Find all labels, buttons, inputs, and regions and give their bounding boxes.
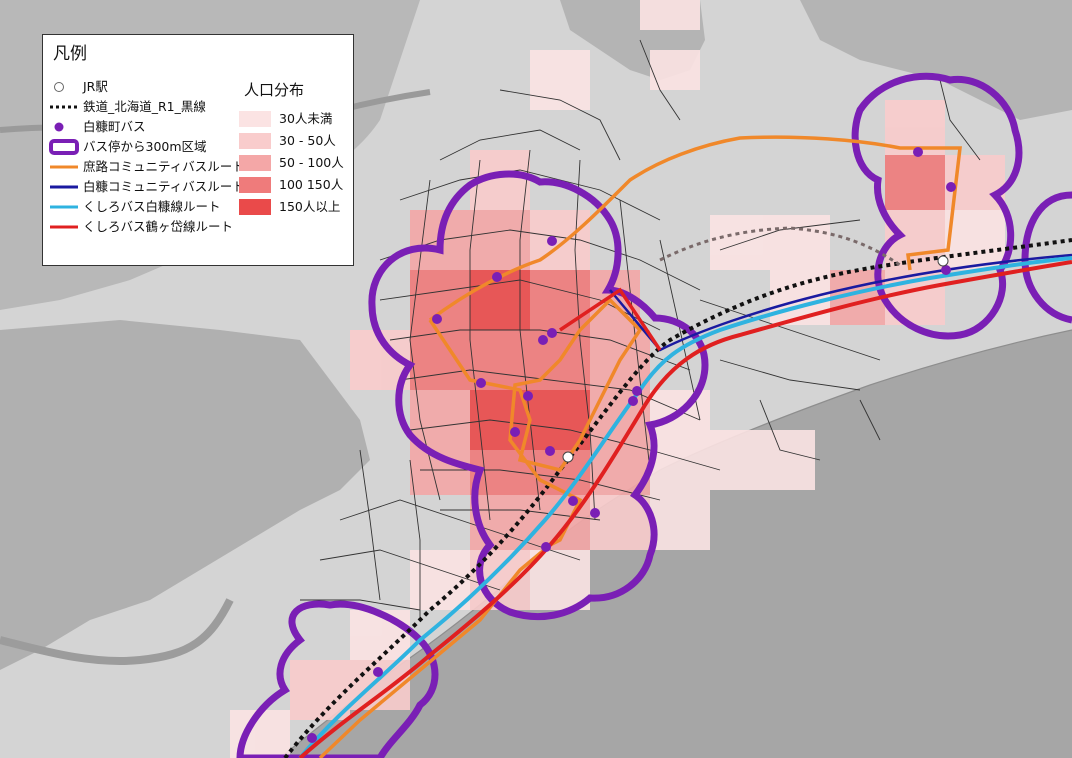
bus-stop xyxy=(568,496,578,506)
buffer-zone-icon xyxy=(49,137,79,157)
legend-label: 鉄道_北海道_R1_黒線 xyxy=(83,99,206,114)
bus-stop xyxy=(628,396,638,406)
population-swatch xyxy=(239,177,271,193)
legend-label: バス停から300m区域 xyxy=(83,139,207,154)
bus-stop xyxy=(307,733,317,743)
population-class: 30 - 50人 xyxy=(239,132,336,150)
legend-label: 庶路コミュニティバスルート xyxy=(83,159,245,174)
railway-spur xyxy=(659,226,901,267)
legend-item-shiranuka-route: 白糠コミュニティバスルート xyxy=(49,177,245,197)
bus-stop xyxy=(941,265,951,275)
bus-stops xyxy=(307,147,956,743)
legend-label: 白糠町バス xyxy=(83,119,146,134)
bus-stop xyxy=(476,378,486,388)
hill-area-northeast xyxy=(800,0,1072,120)
population-swatch xyxy=(239,133,271,149)
legend-item-kushiro-tsurugadai-route: くしろバス鶴ヶ岱線ルート xyxy=(49,217,233,237)
legend-item-jr-station: JR駅 xyxy=(49,77,108,97)
bus-stop xyxy=(541,542,551,552)
population-swatch xyxy=(239,111,271,127)
station-circle-icon xyxy=(49,77,79,97)
population-swatch xyxy=(239,155,271,171)
population-class: 100 150人 xyxy=(239,176,343,194)
shiranuka-community-bus-route xyxy=(609,253,1072,352)
river-west xyxy=(0,598,234,665)
bus-stop xyxy=(432,314,442,324)
railway-dotted-line-icon xyxy=(49,97,79,117)
population-class-label: 100 150人 xyxy=(279,177,344,192)
bus-stop xyxy=(547,328,557,338)
legend-item-bus-stop: 白糠町バス xyxy=(49,117,146,137)
bus-stop xyxy=(946,182,956,192)
legend-label: くしろバス白糠線ルート xyxy=(83,199,221,214)
route-line-icon xyxy=(49,217,79,237)
bus-stop xyxy=(523,391,533,401)
bus-stop xyxy=(373,667,383,677)
bus-stop-buffer-zones xyxy=(236,72,1072,758)
population-legend-title: 人口分布 xyxy=(244,81,305,99)
bus-stop xyxy=(547,236,557,246)
legend-label: 白糠コミュニティバスルート xyxy=(83,179,245,194)
bus-stop-dot-icon xyxy=(49,117,79,137)
bus-stop xyxy=(913,147,923,157)
tsurugadai-route-branch xyxy=(559,287,662,351)
bus-stop xyxy=(492,272,502,282)
legend-item-railway: 鉄道_北海道_R1_黒線 xyxy=(49,97,206,117)
legend-label: くしろバス鶴ヶ岱線ルート xyxy=(83,219,234,234)
map-legend: 凡例 JR駅 鉄道_北海道_R1_黒線 白糠町バス バス停から300m区域 庶路… xyxy=(42,34,354,266)
hill-area-southwest xyxy=(0,320,370,670)
kushiro-bus-tsurugadai-route xyxy=(298,260,1072,758)
jr-station xyxy=(937,255,949,267)
legend-item-kushiro-shiranuka-route: くしろバス白糠線ルート xyxy=(49,197,221,217)
legend-title: 凡例 xyxy=(53,44,87,64)
population-class-label: 30人未満 xyxy=(279,111,333,126)
route-line-icon xyxy=(49,157,79,177)
legend-label: JR駅 xyxy=(83,79,108,94)
legend-item-shoro-route: 庶路コミュニティバスルート xyxy=(49,157,245,177)
population-class-label: 30 - 50人 xyxy=(279,133,336,148)
population-class-label: 150人以上 xyxy=(279,199,341,214)
bus-stop xyxy=(538,335,548,345)
bus-stop xyxy=(510,427,520,437)
population-class: 30人未満 xyxy=(239,110,332,128)
population-class-label: 50 - 100人 xyxy=(279,155,344,170)
shoro-community-bus-route xyxy=(428,135,962,322)
bus-stop xyxy=(632,386,642,396)
bus-stop xyxy=(545,446,555,456)
route-line-icon xyxy=(49,197,79,217)
legend-item-buffer-zone: バス停から300m区域 xyxy=(49,137,207,157)
population-swatch xyxy=(239,199,271,215)
population-class: 150人以上 xyxy=(239,198,340,216)
population-class: 50 - 100人 xyxy=(239,154,344,172)
shoro-community-bus-route-loop xyxy=(318,297,643,758)
route-line-icon xyxy=(49,177,79,197)
jr-station xyxy=(562,451,574,463)
bus-stop xyxy=(590,508,600,518)
